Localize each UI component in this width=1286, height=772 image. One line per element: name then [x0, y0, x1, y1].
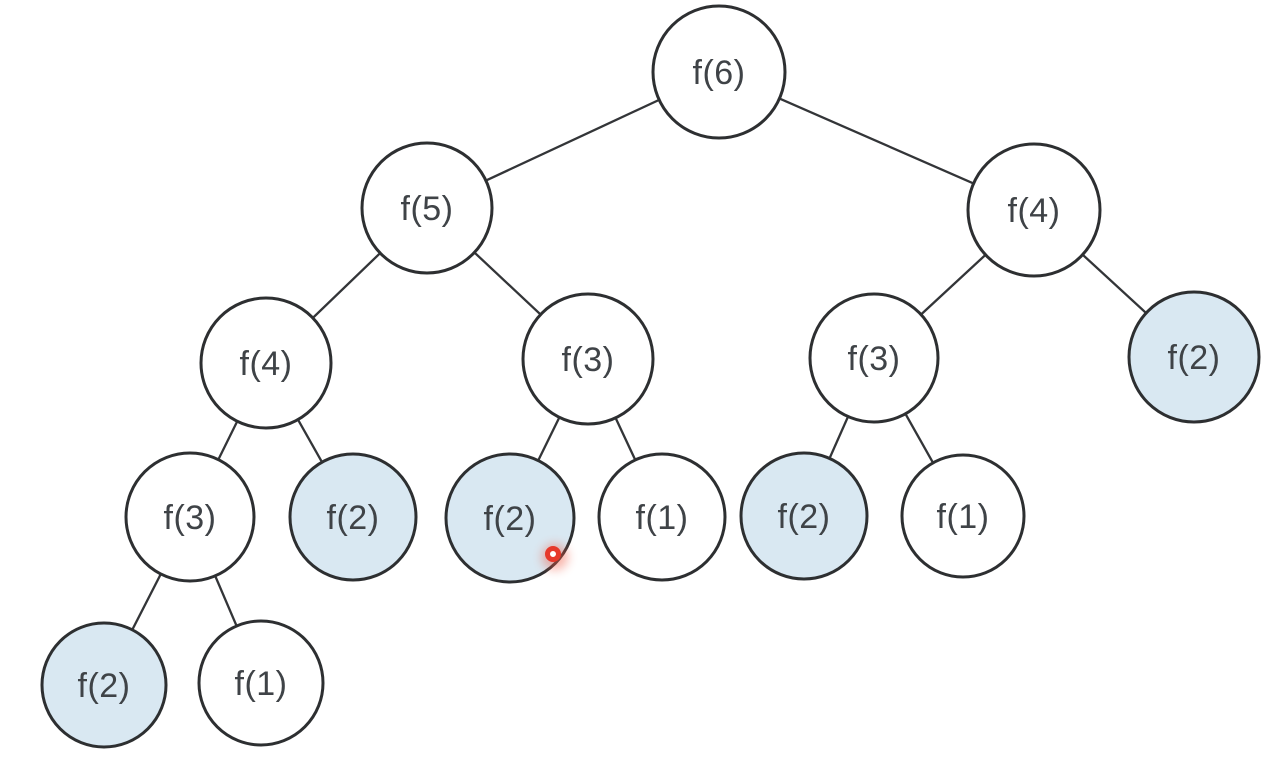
- node-label: f(3): [562, 341, 615, 379]
- node-label: f(2): [327, 499, 380, 537]
- node-circle: [900, 453, 1026, 579]
- tree-node-f3m: f(3): [521, 292, 655, 426]
- node-circle: [651, 4, 787, 140]
- node-circle: [597, 452, 727, 582]
- node-label: f(3): [164, 499, 217, 537]
- tree-node-f1a: f(1): [597, 452, 727, 582]
- node-circle: [521, 292, 655, 426]
- node-label: f(3): [848, 340, 901, 378]
- tree-node-f2c: f(2): [739, 451, 869, 581]
- node-circle: [199, 296, 333, 430]
- node-circle: [197, 619, 325, 747]
- node-circle: [124, 451, 256, 583]
- node-label: f(1): [937, 498, 990, 536]
- node-label: f(2): [778, 498, 831, 536]
- laser-pointer: [542, 544, 568, 570]
- tree-node-f2rr: f(2): [1127, 290, 1261, 424]
- node-circle-highlighted: [1127, 290, 1261, 424]
- tree-nodes-layer: f(6) f(5) f(4) f(4) f(3) f(3) f(2) f(3) f(2) f(2)…: [40, 4, 1261, 749]
- node-circle-highlighted: [40, 621, 168, 749]
- node-label: f(4): [1008, 192, 1061, 230]
- tree-node-f1b: f(1): [900, 453, 1026, 579]
- tree-node-f4r: f(4): [966, 142, 1102, 278]
- tree-node-f3ll: f(3): [124, 451, 256, 583]
- tree-node-f4l: f(4): [199, 296, 333, 430]
- tree-node-f2d: f(2): [40, 621, 168, 749]
- node-circle-highlighted: [288, 452, 418, 582]
- node-label: f(5): [401, 190, 454, 228]
- node-label: f(2): [1168, 339, 1221, 377]
- node-circle: [966, 142, 1102, 278]
- node-circle: [808, 292, 940, 424]
- tree-node-f5: f(5): [360, 141, 494, 275]
- tree-node-f6: f(6): [651, 4, 787, 140]
- node-label: f(2): [78, 667, 131, 705]
- node-label: f(2): [484, 500, 537, 538]
- node-label: f(6): [693, 54, 746, 92]
- tree-node-f2b: f(2): [444, 452, 576, 584]
- laser-pointer-dot: [545, 546, 561, 562]
- node-label: f(4): [240, 345, 293, 383]
- node-circle: [360, 141, 494, 275]
- node-label: f(1): [235, 665, 288, 703]
- node-circle-highlighted: [444, 452, 576, 584]
- node-label: f(1): [636, 499, 689, 537]
- node-circle-highlighted: [739, 451, 869, 581]
- tree-node-f1c: f(1): [197, 619, 325, 747]
- tree-node-f2a: f(2): [288, 452, 418, 582]
- tree-node-f3r: f(3): [808, 292, 940, 424]
